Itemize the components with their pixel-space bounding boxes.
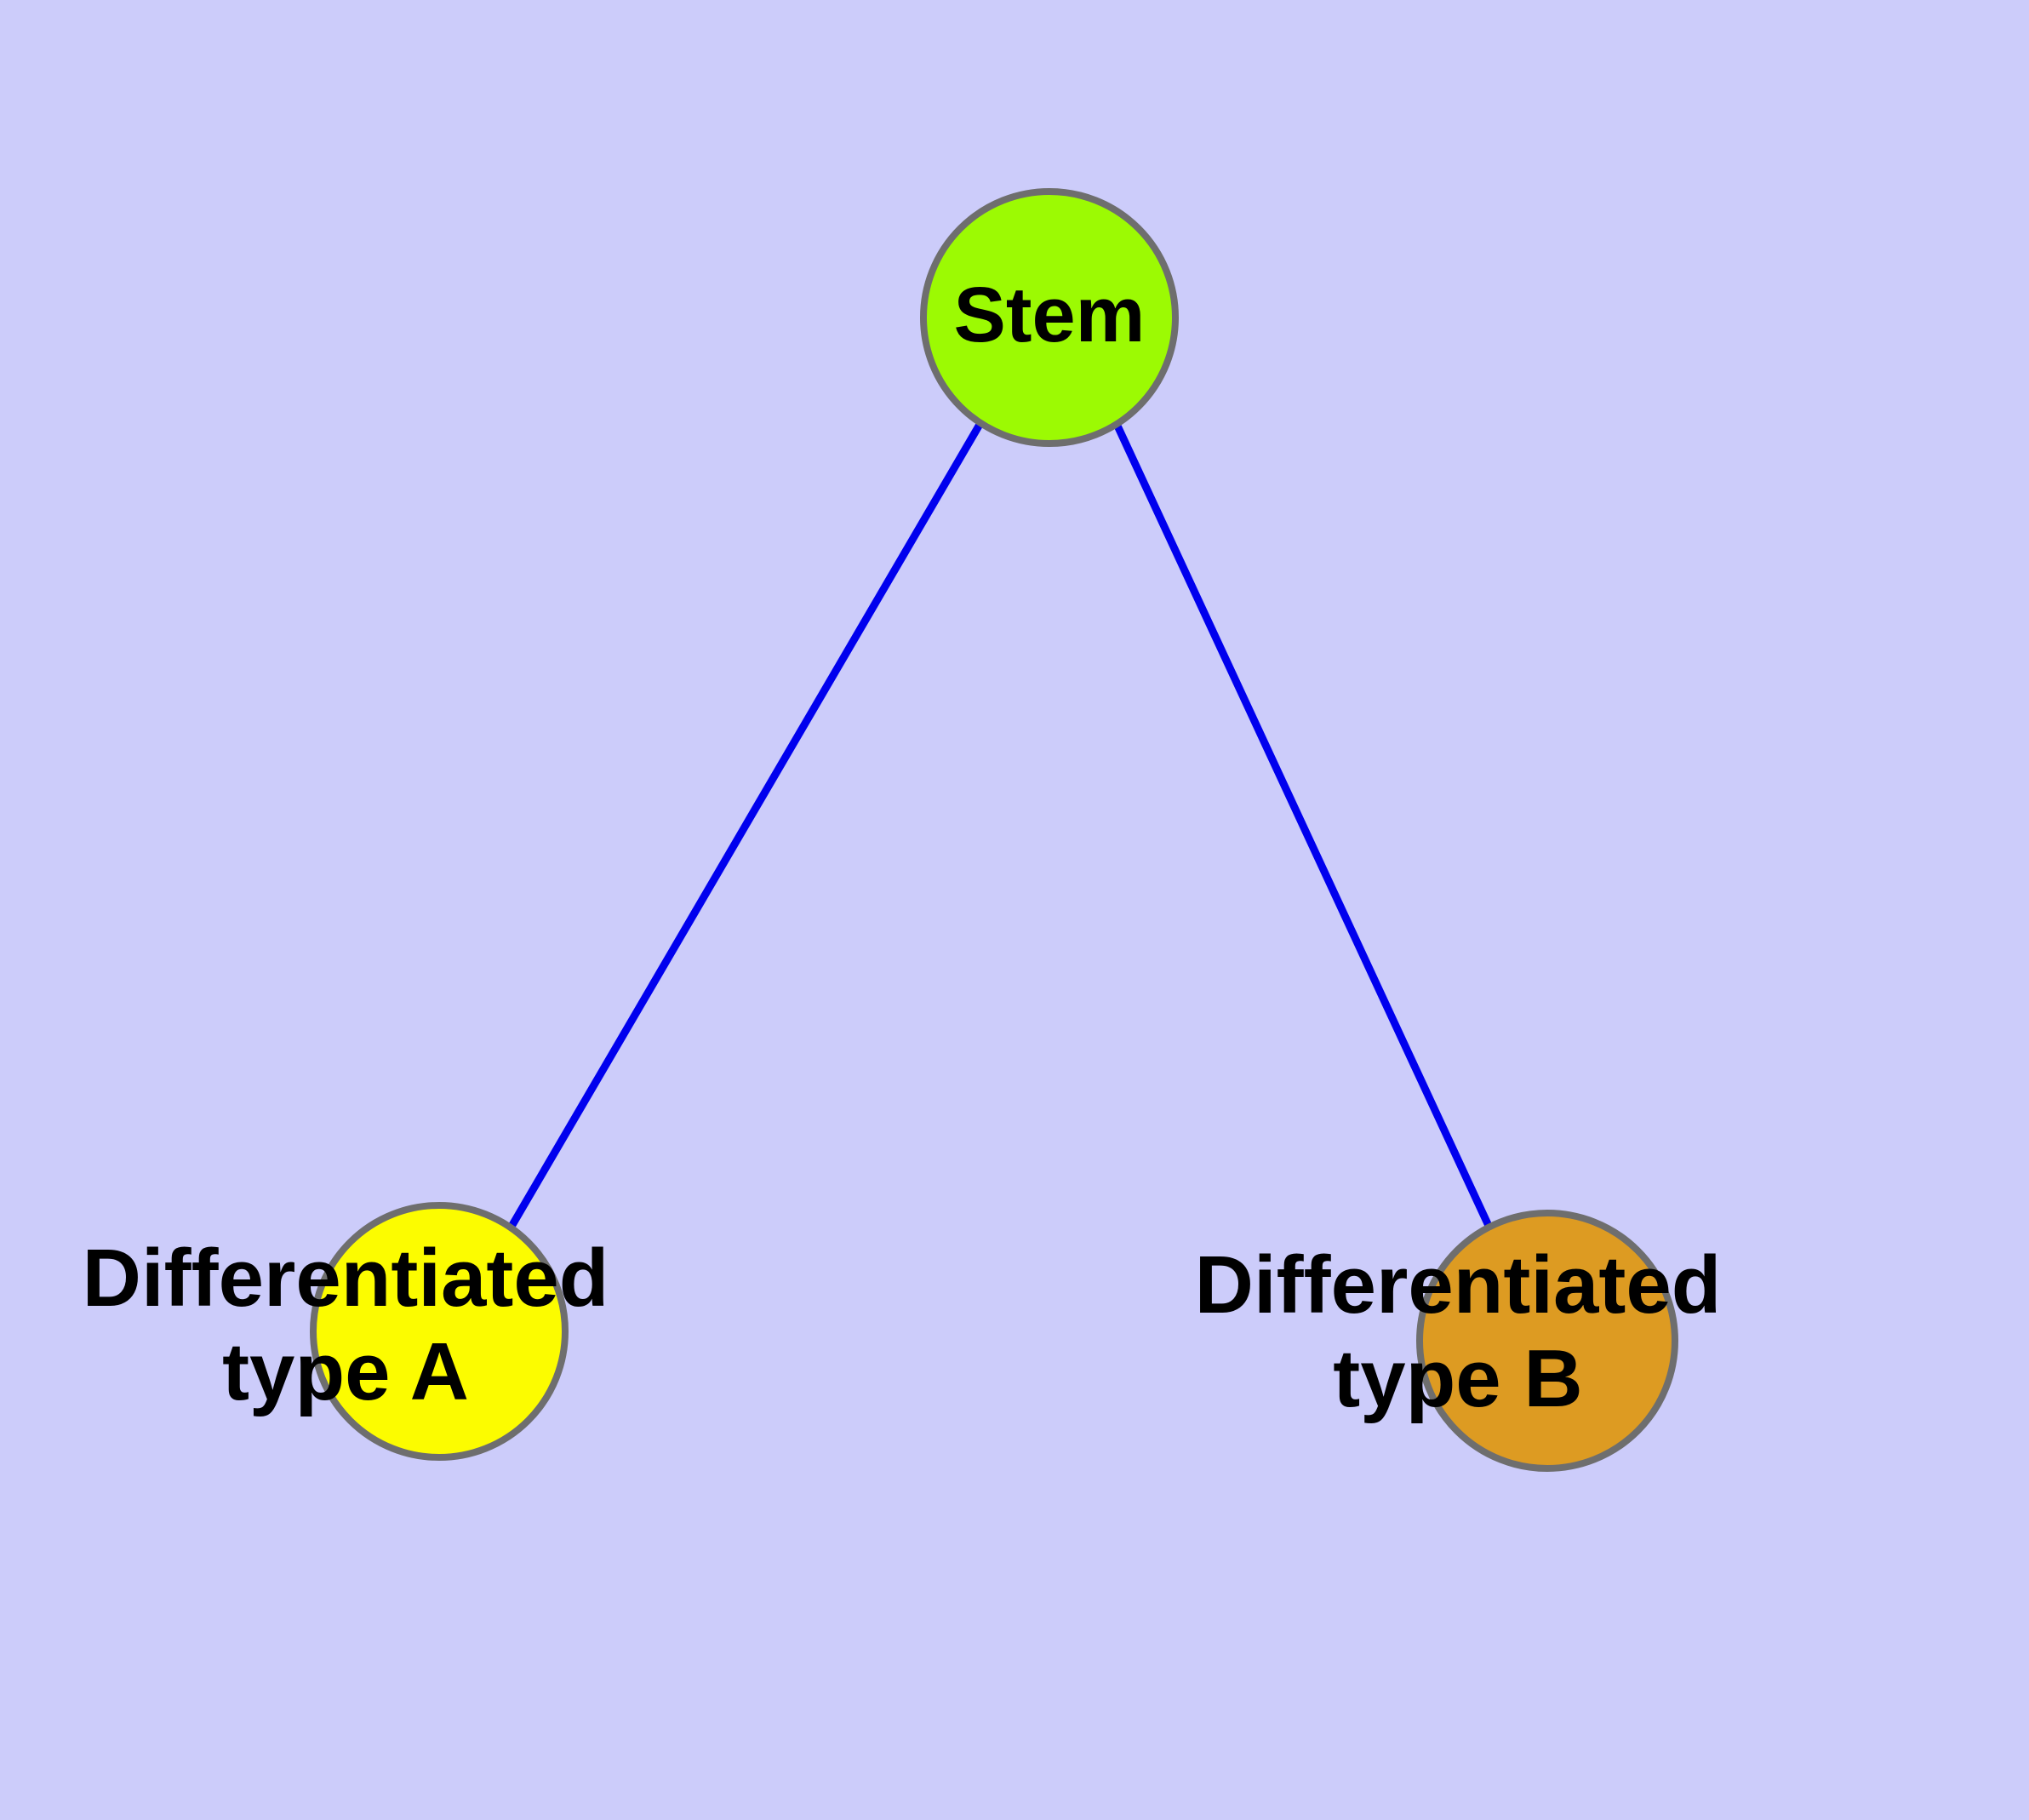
node-differentiated-type-a[interactable] [310,1202,569,1461]
node-label-line: type B [1333,1334,1582,1425]
node-differentiated-type-b[interactable] [1416,1210,1678,1472]
node-circle-stem[interactable] [920,188,1179,447]
node-label-line: type A [222,1327,469,1418]
edge-stem-to-differentiated-type-b[interactable] [1112,422,1494,1229]
node-label-line: Differentiated [1195,1239,1722,1331]
node-circle-differentiated-type-b[interactable] [1416,1210,1678,1472]
node-stem[interactable] [920,188,1179,447]
node-label-line: Stem [954,272,1146,358]
node-circle-differentiated-type-a[interactable] [310,1202,569,1461]
edge-stem-to-differentiated-type-a[interactable] [509,421,984,1228]
edges-layer [509,421,1494,1229]
node-label-stem: Stem [954,272,1146,358]
node-label-line: Differentiated [83,1233,609,1324]
